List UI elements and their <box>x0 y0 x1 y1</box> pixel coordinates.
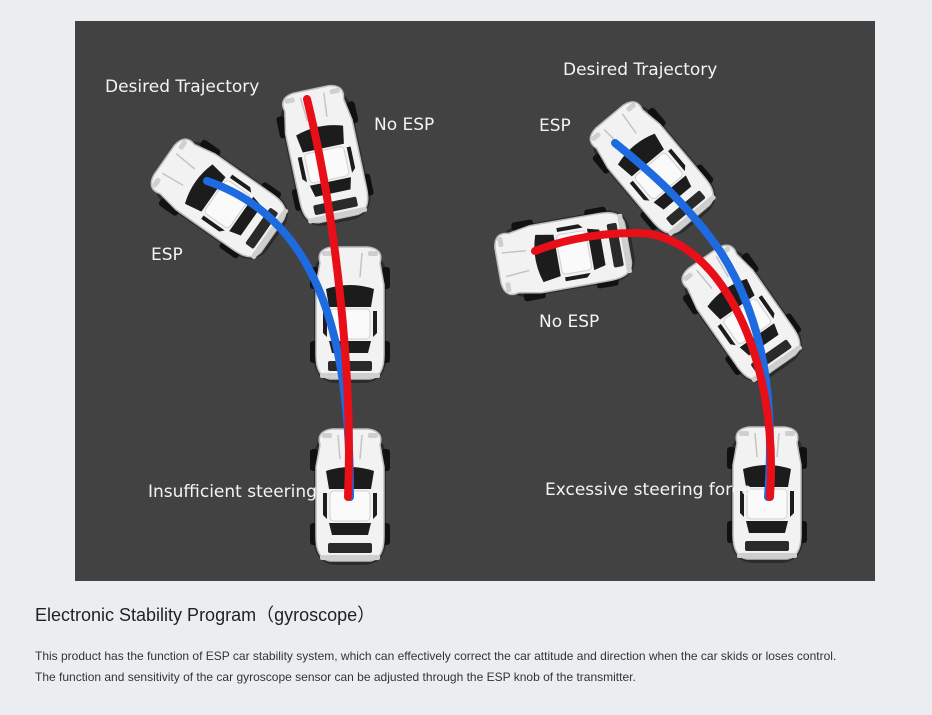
label-insufficient-steering: Insufficient steering <box>148 482 317 502</box>
label-excessive-steering-force: Excessive steering force <box>545 480 752 500</box>
caption-title: Electronic Stability Program（gyroscope） <box>35 605 376 625</box>
no-esp-path-left <box>303 95 353 501</box>
no-esp-path-right <box>531 228 775 501</box>
caption-body-line-1: This product has the function of ESP car… <box>35 649 837 663</box>
label-desired-trajectory-left: Desired Trajectory <box>105 77 259 97</box>
label-esp-right: ESP <box>539 116 571 136</box>
esp-diagram: Desired Trajectory No ESP ESP Insufficie… <box>75 21 875 581</box>
caption-body-line-2: The function and sensitivity of the car … <box>35 670 636 684</box>
esp-diagram-svg: Desired Trajectory No ESP ESP Insufficie… <box>105 60 815 566</box>
caption-body: This product has the function of ESP car… <box>35 646 915 688</box>
label-desired-trajectory-right: Desired Trajectory <box>563 60 717 80</box>
right-scenario: Desired Trajectory ESP No ESP Excessive … <box>490 60 815 564</box>
left-scenario: Desired Trajectory No ESP ESP Insufficie… <box>105 77 434 566</box>
label-no-esp-left: No ESP <box>374 115 434 135</box>
car-left-middle <box>309 246 391 384</box>
label-no-esp-right: No ESP <box>539 312 599 332</box>
label-esp-left: ESP <box>151 245 183 265</box>
car-right-no-esp <box>490 202 640 306</box>
